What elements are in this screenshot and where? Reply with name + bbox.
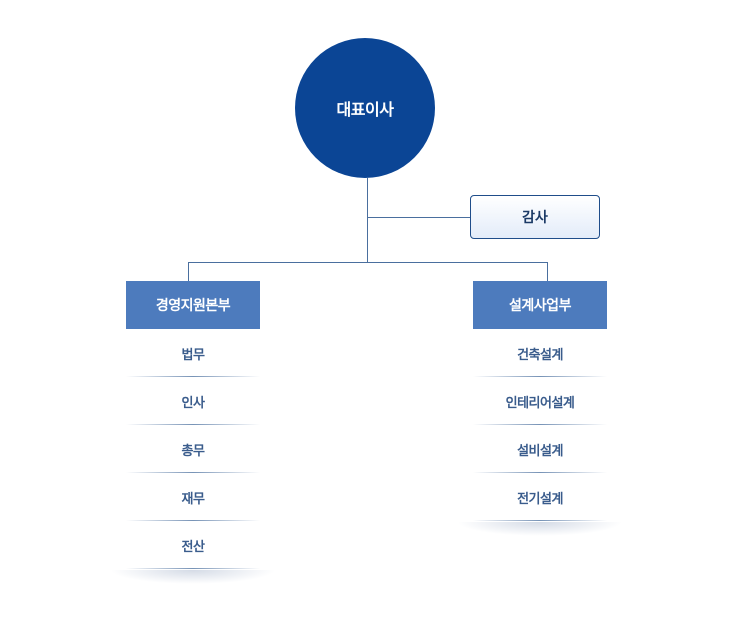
dept-design-business: 설계사업부 건축설계 인테리어설계 설비설계 전기설계 — [473, 281, 607, 521]
dept-item: 설비설계 — [473, 425, 607, 473]
dept-management-support: 경영지원본부 법무 인사 총무 재무 전산 — [126, 281, 260, 569]
dept-item: 인사 — [126, 377, 260, 425]
dept-header: 경영지원본부 — [126, 281, 260, 329]
dept-left-shadow — [110, 570, 276, 584]
dept-item: 재무 — [126, 473, 260, 521]
audit-branch-line — [367, 217, 470, 218]
dept-item: 전기설계 — [473, 473, 607, 521]
ceo-node: 대표이사 — [295, 38, 435, 178]
audit-label: 감사 — [522, 210, 548, 226]
dept-item: 건축설계 — [473, 329, 607, 377]
dept-item: 전산 — [126, 521, 260, 569]
dept-left-drop-line — [188, 262, 189, 281]
dept-item: 법무 — [126, 329, 260, 377]
ceo-stem-line — [367, 178, 368, 262]
audit-node: 감사 — [470, 195, 600, 239]
dept-bus-line — [188, 262, 548, 263]
dept-header: 설계사업부 — [473, 281, 607, 329]
ceo-label: 대표이사 — [336, 100, 394, 119]
dept-right-shadow — [457, 522, 623, 536]
dept-item: 총무 — [126, 425, 260, 473]
dept-right-drop-line — [547, 262, 548, 281]
dept-item: 인테리어설계 — [473, 377, 607, 425]
